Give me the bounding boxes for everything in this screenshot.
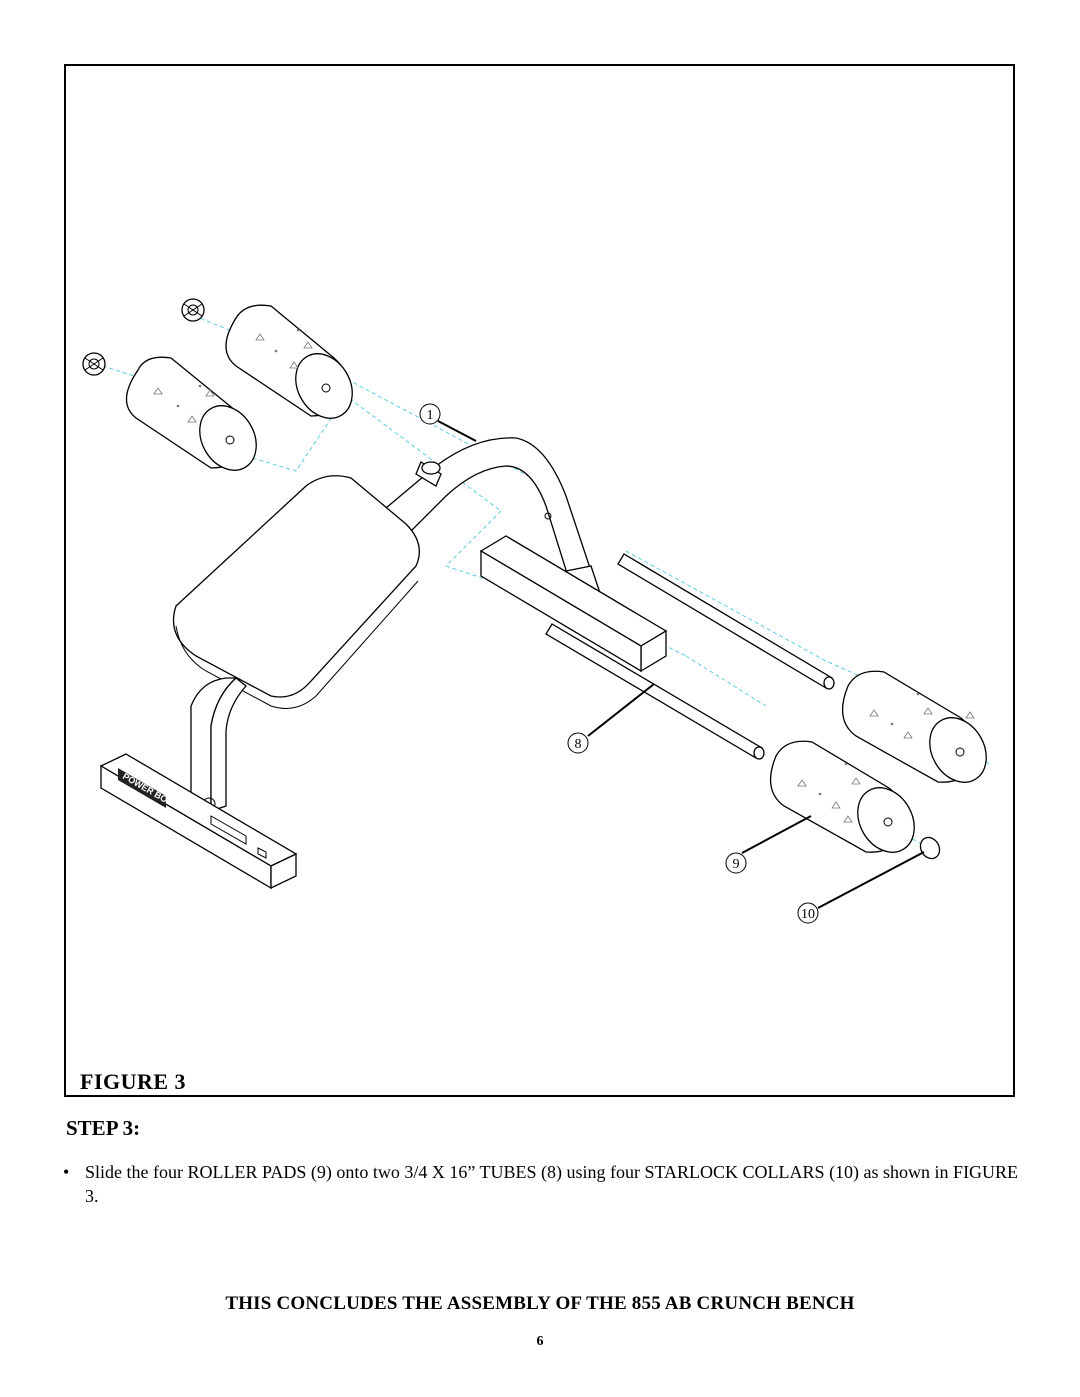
conclusion-heading: THIS CONCLUDES THE ASSEMBLY OF THE 855 A…: [225, 1293, 855, 1314]
instruction-item: • Slide the four ROLLER PADS (9) onto tw…: [63, 1160, 1023, 1208]
front-upright: [190, 677, 247, 815]
starlock-collar-left: [82, 352, 106, 376]
figure-frame: POWER BODY: [64, 64, 1015, 1097]
svg-text:8: 8: [575, 737, 582, 752]
instruction-text: Slide the four ROLLER PADS (9) onto two …: [85, 1162, 1019, 1206]
starlock-collar-front: [919, 836, 941, 860]
bullet-marker: •: [63, 1162, 70, 1182]
figure-caption: FIGURE 3: [80, 1069, 187, 1094]
svg-text:9: 9: [733, 857, 740, 872]
roller-pad-front-upper: [841, 670, 987, 783]
step-heading: STEP 3:: [66, 1116, 141, 1140]
tube-lower: [545, 623, 765, 760]
seat-pad: [172, 475, 420, 709]
roller-pad-back-lower: [125, 356, 257, 471]
callout-leaders: [437, 420, 925, 909]
svg-text:10: 10: [801, 907, 815, 922]
callout-10: 10: [797, 902, 819, 924]
svg-text:1: 1: [427, 408, 434, 423]
roller-pad-front-lower: [769, 740, 915, 853]
rear-crossbar: [479, 535, 668, 673]
tube-upper: [617, 553, 835, 690]
callout-1: 1: [419, 403, 441, 425]
starlock-collar-top: [181, 298, 205, 322]
roller-pad-back-upper: [225, 304, 353, 419]
callout-9: 9: [725, 852, 747, 874]
assembly-diagram: POWER BODY: [82, 298, 992, 924]
front-base: POWER BODY: [99, 753, 298, 890]
callout-8: 8: [567, 732, 589, 754]
page-number: 6: [536, 1334, 544, 1349]
